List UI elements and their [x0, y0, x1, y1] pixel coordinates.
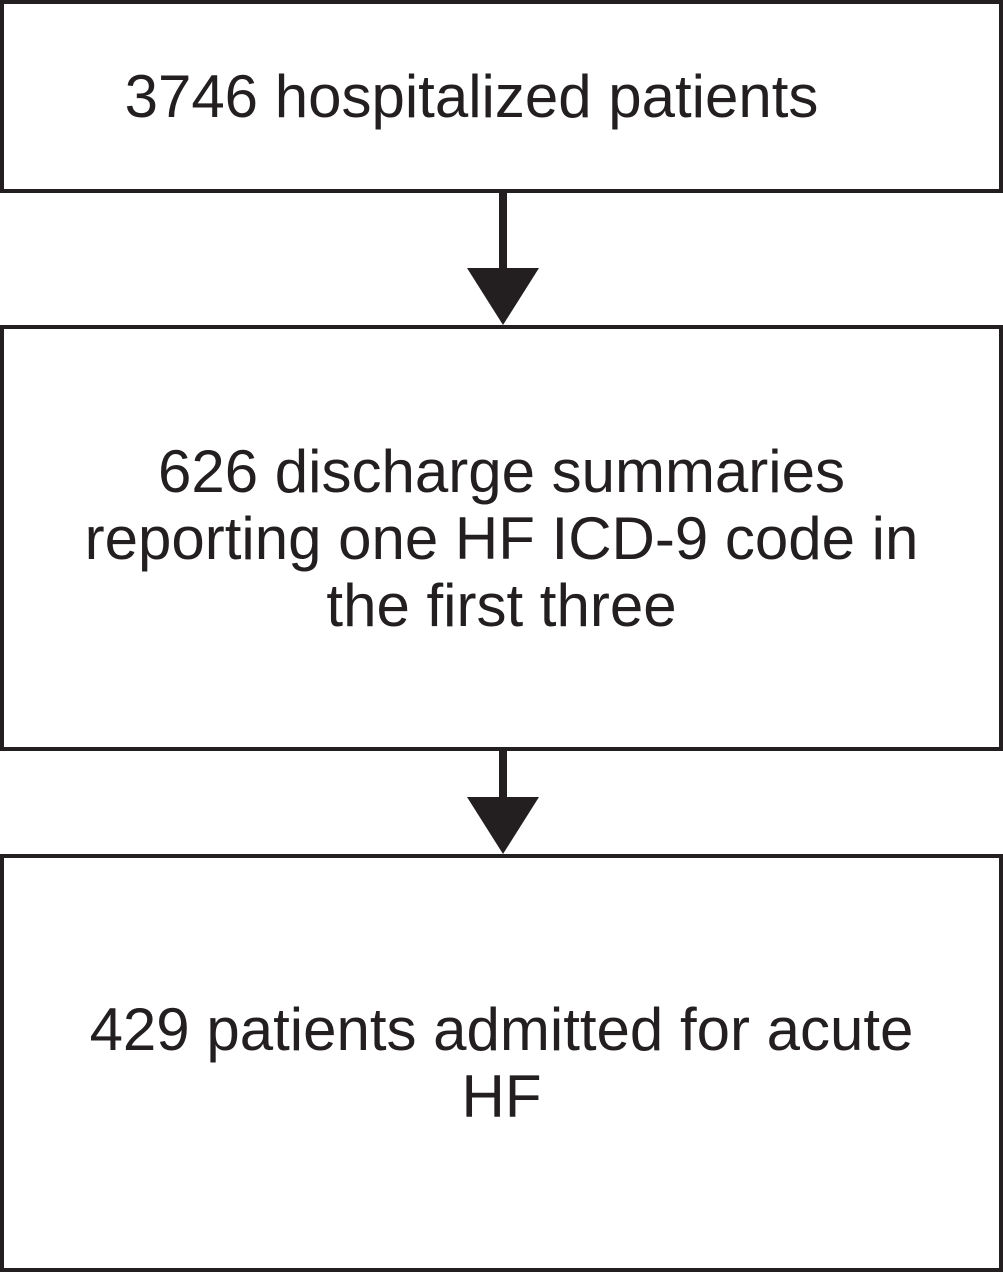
flow-box-text: the first three — [326, 571, 677, 639]
flow-box-acute-hf-admissions: 429 patients admitted for acute HF — [0, 854, 1003, 1272]
flow-box-content: 429 patients admitted for acute HF — [90, 996, 914, 1130]
arrow-stem — [499, 751, 507, 801]
arrow-stem — [499, 193, 507, 273]
flow-box-discharge-summaries: 626 discharge summaries reporting one HF… — [0, 325, 1003, 751]
flow-box-text: 429 patients admitted for acute — [89, 996, 914, 1063]
flow-box-text: 3746 hospitalized patients — [124, 63, 819, 130]
flow-box-text: HF — [461, 1063, 542, 1130]
arrow-head-icon — [467, 268, 539, 325]
flow-box-text: reporting one HF ICD-9 code in — [84, 504, 919, 572]
flow-box-content: 626 discharge summaries reporting one HF… — [85, 438, 919, 639]
flow-box-hospitalized-patients: 3746 hospitalized patients — [0, 0, 1003, 193]
flow-box-content: 3746 hospitalized patients — [125, 63, 819, 130]
flow-box-text: 626 discharge summaries — [158, 437, 845, 505]
arrow-head-icon — [467, 797, 539, 854]
